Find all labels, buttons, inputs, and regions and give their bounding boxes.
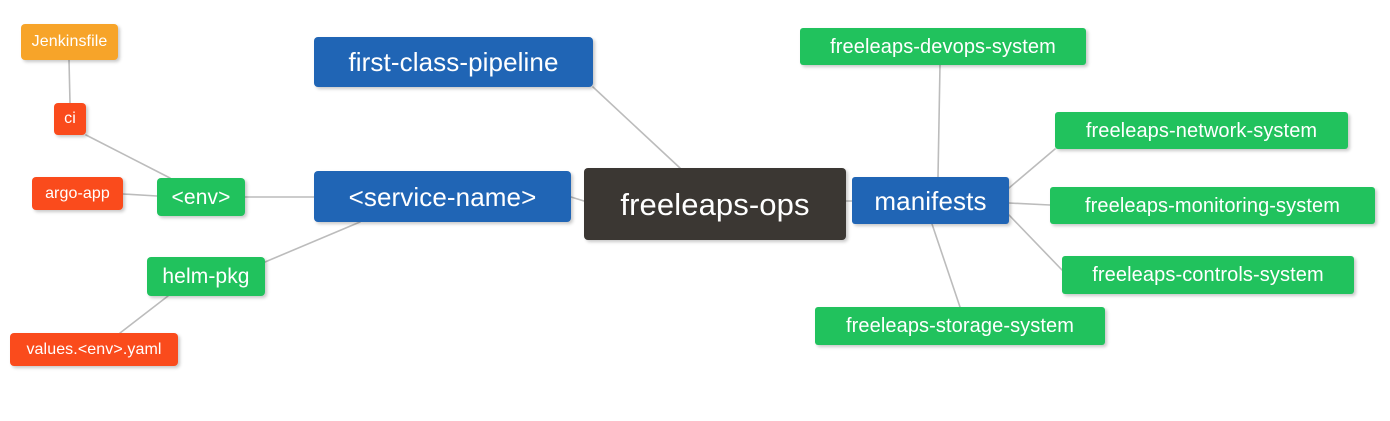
node-label-freeleaps-controls-system: freeleaps-controls-system [1092,264,1324,286]
edge-service-name-to-freeleaps-ops [570,196,585,202]
node-label-service-name: <service-name> [348,181,537,212]
node-label-argo-app: argo-app [45,184,110,202]
edge-first-class-pipeline-to-freeleaps-ops [592,86,681,169]
edge-service-name-to-helm-pkg [264,221,361,263]
node-label-freeleaps-ops: freeleaps-ops [620,186,810,222]
node-freeleaps-controls-system[interactable]: freeleaps-controls-system [1062,256,1354,294]
edge-helm-pkg-to-values-env-yaml [119,295,169,334]
node-manifests[interactable]: manifests [852,177,1009,224]
node-freeleaps-ops[interactable]: freeleaps-ops [584,168,846,240]
node-freeleaps-monitoring-system[interactable]: freeleaps-monitoring-system [1050,187,1375,224]
node-label-helm-pkg: helm-pkg [162,265,250,288]
node-label-ci: ci [64,110,76,127]
edge-manifests-to-freeleaps-storage-system [931,223,961,308]
node-label-env: <env> [171,185,231,209]
node-first-class-pipeline[interactable]: first-class-pipeline [314,37,593,87]
node-label-freeleaps-monitoring-system: freeleaps-monitoring-system [1084,194,1340,217]
node-freeleaps-devops-system[interactable]: freeleaps-devops-system [800,28,1086,65]
node-freeleaps-storage-system[interactable]: freeleaps-storage-system [815,307,1105,345]
node-label-freeleaps-storage-system: freeleaps-storage-system [845,315,1075,337]
node-env[interactable]: <env> [157,178,245,216]
node-label-jenkinsfile: Jenkinsfile [31,33,108,50]
edge-manifests-to-freeleaps-monitoring-system [1008,202,1051,206]
node-ci[interactable]: ci [54,103,86,135]
edge-argo-app-to-env [122,193,158,197]
node-jenkinsfile[interactable]: Jenkinsfile [21,24,118,60]
edge-jenkinsfile-to-ci [68,59,71,104]
node-argo-app[interactable]: argo-app [32,177,123,210]
node-label-freeleaps-devops-system: freeleaps-devops-system [830,35,1056,58]
node-label-first-class-pipeline: first-class-pipeline [348,47,559,77]
node-label-manifests: manifests [874,185,987,216]
node-values-env-yaml[interactable]: values.<env>.yaml [10,333,178,366]
node-freeleaps-network-system[interactable]: freeleaps-network-system [1055,112,1348,149]
node-label-freeleaps-network-system: freeleaps-network-system [1085,119,1318,142]
node-helm-pkg[interactable]: helm-pkg [147,257,265,296]
edge-manifests-to-freeleaps-devops-system [937,64,941,178]
node-service-name[interactable]: <service-name> [314,171,571,222]
node-label-values-env-yaml: values.<env>.yaml [26,340,162,358]
edge-manifests-to-freeleaps-network-system [1008,148,1056,189]
edge-ci-to-env [85,134,171,179]
